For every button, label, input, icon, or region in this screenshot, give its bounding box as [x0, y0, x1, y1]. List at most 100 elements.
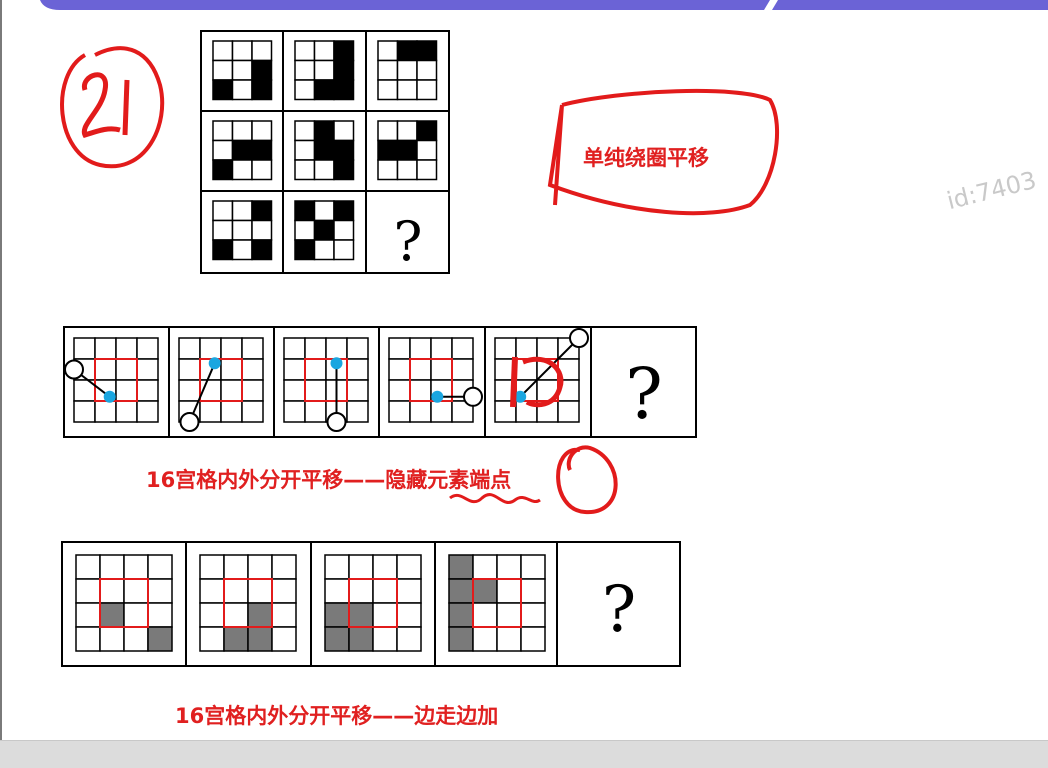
- grid-cell: [430, 337, 453, 360]
- pattern-pixel: [212, 139, 234, 161]
- pattern-pixel: [377, 139, 399, 161]
- pattern-pixel: [313, 200, 335, 222]
- grid-cell: [451, 337, 474, 360]
- pattern-pixel: [333, 159, 355, 181]
- grid-cell: [388, 337, 411, 360]
- grid-cell: [241, 337, 264, 360]
- pattern-pixel: [416, 79, 438, 101]
- gray-cell: [247, 626, 273, 652]
- grid-cell: [75, 602, 101, 628]
- grid-cell: [178, 358, 201, 381]
- connector-line: [519, 337, 580, 398]
- grid-cell: [115, 379, 138, 402]
- pattern-pixel: [251, 159, 273, 181]
- pattern-pixel: [377, 159, 399, 181]
- bottom-status-bar: [0, 740, 1048, 768]
- grid-cell: [223, 578, 249, 604]
- puzzle-2-panel: [283, 337, 369, 432]
- puzzle-1-question-mark: ?: [394, 210, 423, 273]
- gray-cell: [448, 626, 474, 652]
- pattern-pixel: [333, 120, 355, 142]
- hollow-circle: [64, 359, 84, 380]
- gray-cell: [147, 626, 173, 652]
- grid-cell: [75, 578, 101, 604]
- grid-cell: [75, 554, 101, 580]
- grid-cell: [94, 358, 117, 381]
- gray-cell: [99, 602, 125, 628]
- pattern-pixel: [294, 239, 316, 261]
- puzzle-3-panel: [324, 554, 422, 652]
- pattern-pixel: [313, 79, 335, 101]
- inner-red-square: [99, 578, 149, 628]
- grid-cell: [75, 626, 101, 652]
- pattern-pixel: [231, 40, 253, 62]
- grid-cell: [220, 337, 243, 360]
- grid-cell: [115, 400, 138, 423]
- grid-cell: [348, 554, 374, 580]
- grid-cell: [451, 358, 474, 381]
- grid-cell: [136, 358, 159, 381]
- pattern-pixel: [313, 159, 335, 181]
- grid-cell: [388, 358, 411, 381]
- gray-cell: [472, 578, 498, 604]
- connector-line: [188, 362, 216, 423]
- grid-cell: [396, 554, 422, 580]
- grid-cell: [147, 602, 173, 628]
- pattern-pixel: [251, 239, 273, 261]
- puzzle-1-pattern: [294, 200, 355, 261]
- grid-cell: [496, 578, 522, 604]
- pattern-pixel: [333, 239, 355, 261]
- puzzle-1-pattern: [377, 120, 438, 181]
- grid-cell: [388, 400, 411, 423]
- grid-cell: [472, 602, 498, 628]
- pattern-pixel: [313, 239, 335, 261]
- grid-cell: [409, 337, 432, 360]
- puzzle-1-pattern: [212, 40, 273, 101]
- grid-cell: [304, 358, 327, 381]
- hollow-circle: [569, 328, 589, 348]
- pattern-pixel: [416, 139, 438, 161]
- pattern-pixel: [212, 239, 234, 261]
- grid-cell: [283, 400, 306, 423]
- puzzle-1-pattern: [294, 40, 355, 101]
- grid-cell: [178, 337, 201, 360]
- pattern-pixel: [212, 219, 234, 241]
- grid-cell: [388, 379, 411, 402]
- grid-cell: [409, 379, 432, 402]
- scribble-d: [510, 356, 564, 408]
- grid-cell: [223, 602, 249, 628]
- grid-cell: [247, 578, 273, 604]
- pattern-pixel: [251, 139, 273, 161]
- grid-cell: [372, 602, 398, 628]
- gray-cell: [348, 602, 374, 628]
- grid-cell: [283, 358, 306, 381]
- gray-cell: [348, 626, 374, 652]
- puzzle-1-pattern: [294, 120, 355, 181]
- hollow-circle: [179, 412, 200, 432]
- grid-cell: [247, 554, 273, 580]
- gray-cell: [324, 602, 350, 628]
- pattern-pixel: [212, 200, 234, 222]
- grid-cell: [324, 578, 350, 604]
- grid-cell: [241, 379, 264, 402]
- grid-cell: [557, 400, 580, 423]
- pattern-pixel: [231, 239, 253, 261]
- pattern-pixel: [231, 79, 253, 101]
- pattern-pixel: [396, 79, 418, 101]
- pattern-pixel: [212, 40, 234, 62]
- grid-cell: [283, 337, 306, 360]
- inner-red-square: [348, 578, 398, 628]
- puzzle-2-panel: [494, 328, 589, 423]
- handwritten-number-text: 21: [55, 35, 57, 36]
- pattern-pixel: [231, 219, 253, 241]
- grid-cell: [430, 358, 453, 381]
- puzzle-2-panel: [178, 337, 264, 432]
- grid-cell: [396, 626, 422, 652]
- grid-cell: [123, 626, 149, 652]
- grid-cell: [520, 554, 546, 580]
- grid-cell: [115, 337, 138, 360]
- pattern-pixel: [313, 139, 335, 161]
- grid-cell: [496, 602, 522, 628]
- grid-cell: [324, 554, 350, 580]
- pattern-pixel: [377, 120, 399, 142]
